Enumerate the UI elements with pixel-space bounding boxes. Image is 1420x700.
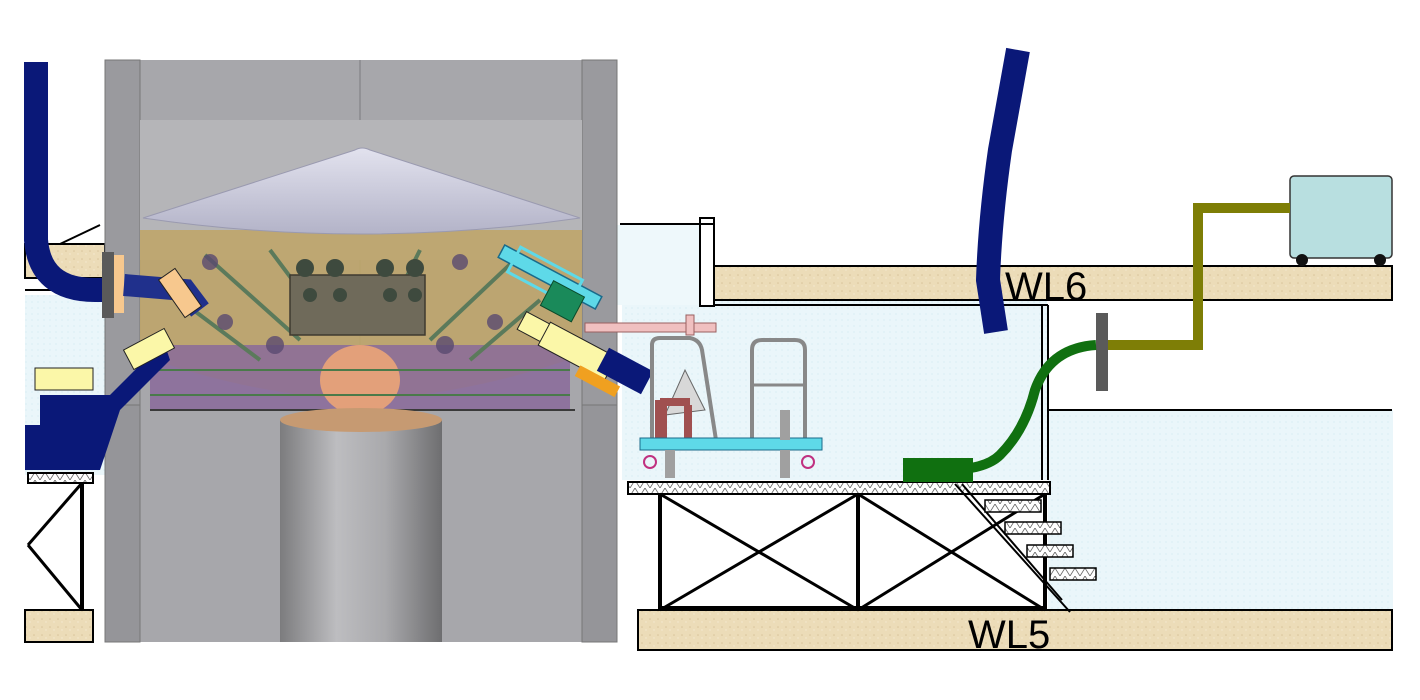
label-wl5: WL5 — [968, 613, 1050, 657]
concrete-floor-wl5 — [637, 609, 1393, 651]
pad-left-angled — [157, 267, 203, 319]
hose-green — [944, 340, 1097, 475]
transport-cart-icon — [639, 336, 823, 478]
hose-green-nozzle — [903, 458, 973, 482]
reach-rod — [584, 314, 717, 336]
core-barrel — [280, 408, 442, 642]
vessel-flange-lower — [104, 404, 618, 643]
pump-unit-icon — [1289, 175, 1393, 266]
stairway — [954, 483, 1097, 613]
flange-right — [1096, 313, 1108, 391]
pad-left-peach — [114, 255, 124, 313]
cable-olive — [1108, 203, 1290, 350]
hose-left-upper — [24, 62, 108, 302]
flange-left — [102, 252, 114, 318]
manipulator-arm-icon — [497, 243, 654, 398]
hose-navy-hanging — [975, 47, 1030, 334]
left-truss — [26, 472, 94, 611]
label-wl6: WL6 — [1005, 265, 1087, 309]
hose-left-lower — [25, 327, 176, 470]
concrete-floor-wl6 — [620, 217, 1393, 480]
vessel-cone-head — [142, 147, 581, 235]
